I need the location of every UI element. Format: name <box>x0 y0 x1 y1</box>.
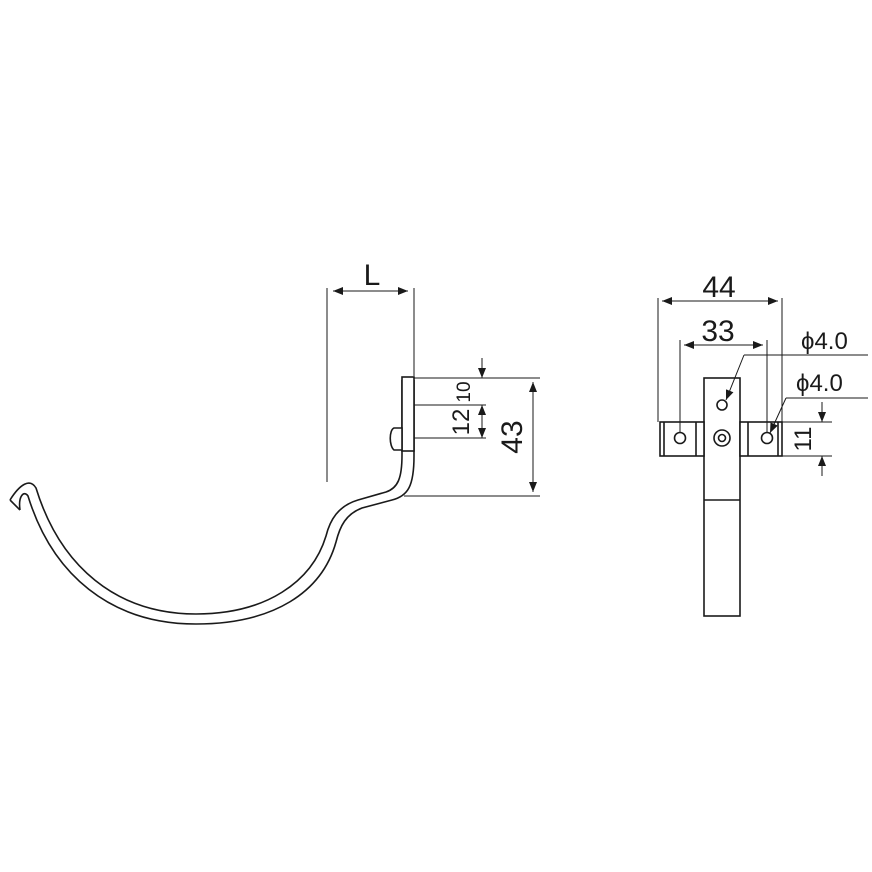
hook-outer-edge <box>9 380 403 615</box>
right-tab-hole <box>760 431 774 445</box>
dim-outer-width-label: 44 <box>702 271 735 304</box>
hook-inner-edge <box>18 380 415 625</box>
dim-hole-upper-label: ϕ4.0 <box>801 328 848 355</box>
front-view: 44 33 ϕ4.0 ϕ4.0 11 <box>657 271 868 617</box>
side-view: L 10 12 43 <box>9 259 540 625</box>
dim-length-label: L <box>364 259 381 292</box>
side-bolt <box>389 427 403 451</box>
strap-upper-hole <box>716 399 728 411</box>
strap-bolt-inner <box>717 433 727 443</box>
left-tab-hole <box>673 431 687 445</box>
dim-mid-label: 12 <box>448 409 475 436</box>
dim-hole-pitch-label: 33 <box>701 315 734 348</box>
dim-tab-height-label: 11 <box>790 427 817 452</box>
side-bracket-plate <box>401 376 415 452</box>
hook-end-cap <box>9 499 21 511</box>
dim-top-label: 10 <box>454 381 475 402</box>
dim-hole-side-label: ϕ4.0 <box>796 370 843 397</box>
dim-height-label: 43 <box>496 420 529 453</box>
front-strap <box>703 377 741 617</box>
